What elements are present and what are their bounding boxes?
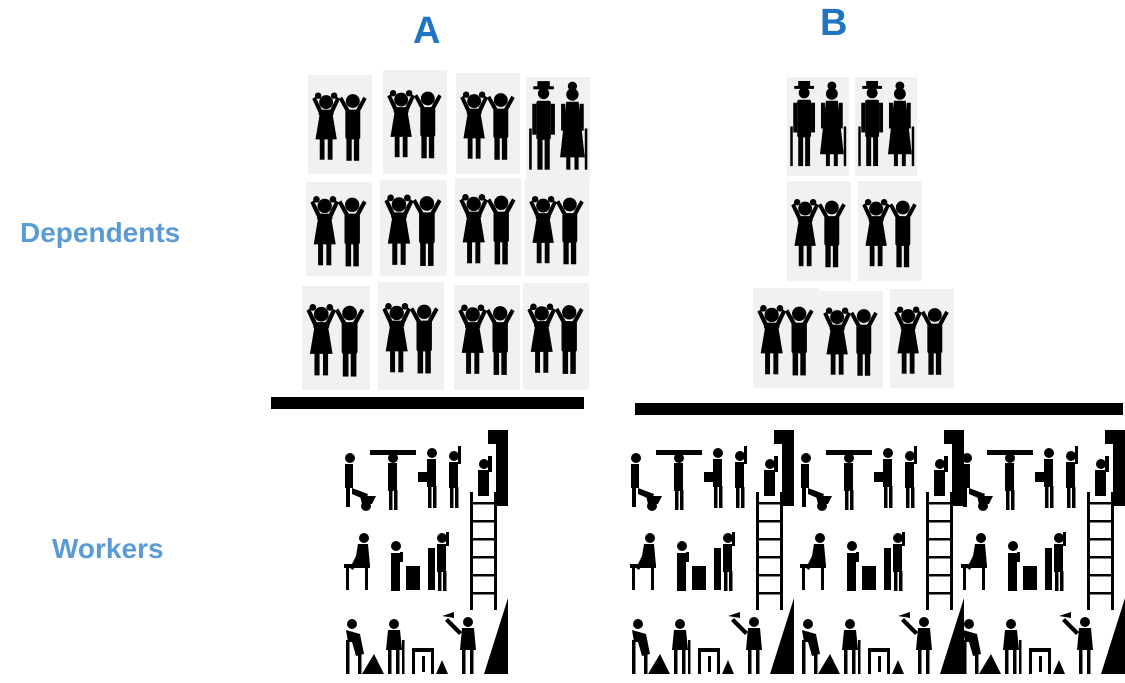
worker-group-icon (955, 428, 1125, 678)
child-pair-icon (308, 75, 372, 174)
child-pair-icon (523, 283, 589, 390)
scenario-b-divider (635, 403, 1123, 415)
worker-group-icon (338, 428, 508, 678)
worker-group-icon (794, 428, 964, 678)
child-pair-icon (378, 282, 444, 390)
child-pair-icon (858, 181, 922, 281)
child-pair-icon (454, 285, 520, 390)
child-pair-icon (890, 289, 954, 388)
elderly-couple-icon (855, 77, 917, 176)
elderly-couple-icon (787, 77, 849, 176)
heading-a: A (413, 10, 441, 52)
child-pair-icon (306, 182, 372, 276)
child-pair-icon (787, 181, 851, 281)
worker-group-icon (624, 428, 794, 678)
scenario-a-divider (271, 397, 584, 409)
dependents-label: Dependents (20, 217, 181, 248)
elderly-couple-icon (526, 77, 590, 180)
child-pair-icon (380, 180, 447, 276)
child-pair-icon (383, 70, 447, 174)
child-pair-icon (753, 288, 819, 388)
child-pair-icon (302, 286, 370, 390)
workers-label: Workers (52, 533, 164, 564)
child-pair-icon (455, 178, 521, 276)
heading-b: B (820, 2, 848, 44)
child-pair-icon (819, 291, 883, 388)
child-pair-icon (456, 73, 520, 174)
child-pair-icon (525, 180, 589, 276)
